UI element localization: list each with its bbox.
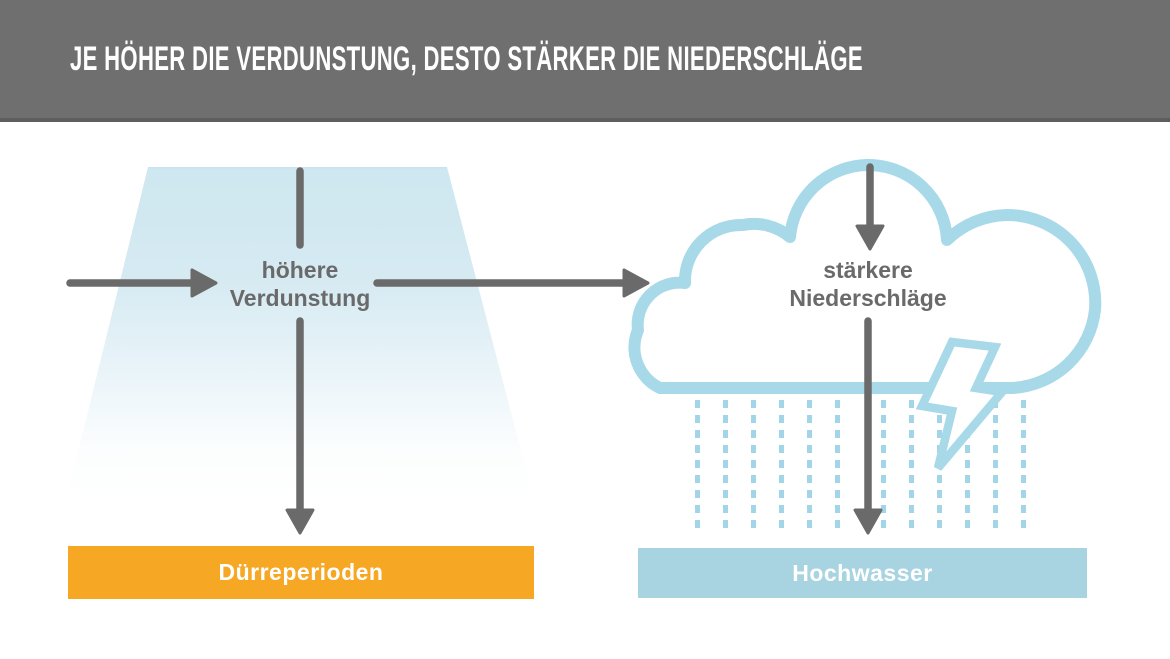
page-title: JE HÖHER DIE VERDUNSTUNG, DESTO STÄRKER … <box>70 40 863 78</box>
drought-bar-label: Dürreperioden <box>218 559 384 585</box>
evaporation-beam-shape <box>67 167 533 497</box>
precipitation-label-line2: Niederschläge <box>789 285 947 311</box>
evaporation-label-line2: Verdunstung <box>229 285 371 311</box>
precipitation-label-line1: stärkere <box>823 257 913 283</box>
drought-bar: Dürreperioden <box>68 546 534 599</box>
rain-icon-left <box>695 400 853 533</box>
title-bar: JE HÖHER DIE VERDUNSTUNG, DESTO STÄRKER … <box>0 0 1170 122</box>
lightning-icon <box>915 337 1011 471</box>
evaporation-label-line1: höhere <box>261 257 339 283</box>
cloud-icon <box>628 158 1102 394</box>
precipitation-label: stärkere Niederschläge <box>738 256 998 312</box>
flood-bar: Hochwasser <box>638 548 1087 598</box>
flood-bar-label: Hochwasser <box>792 559 933 586</box>
evaporation-label: höhere Verdunstung <box>170 256 430 312</box>
